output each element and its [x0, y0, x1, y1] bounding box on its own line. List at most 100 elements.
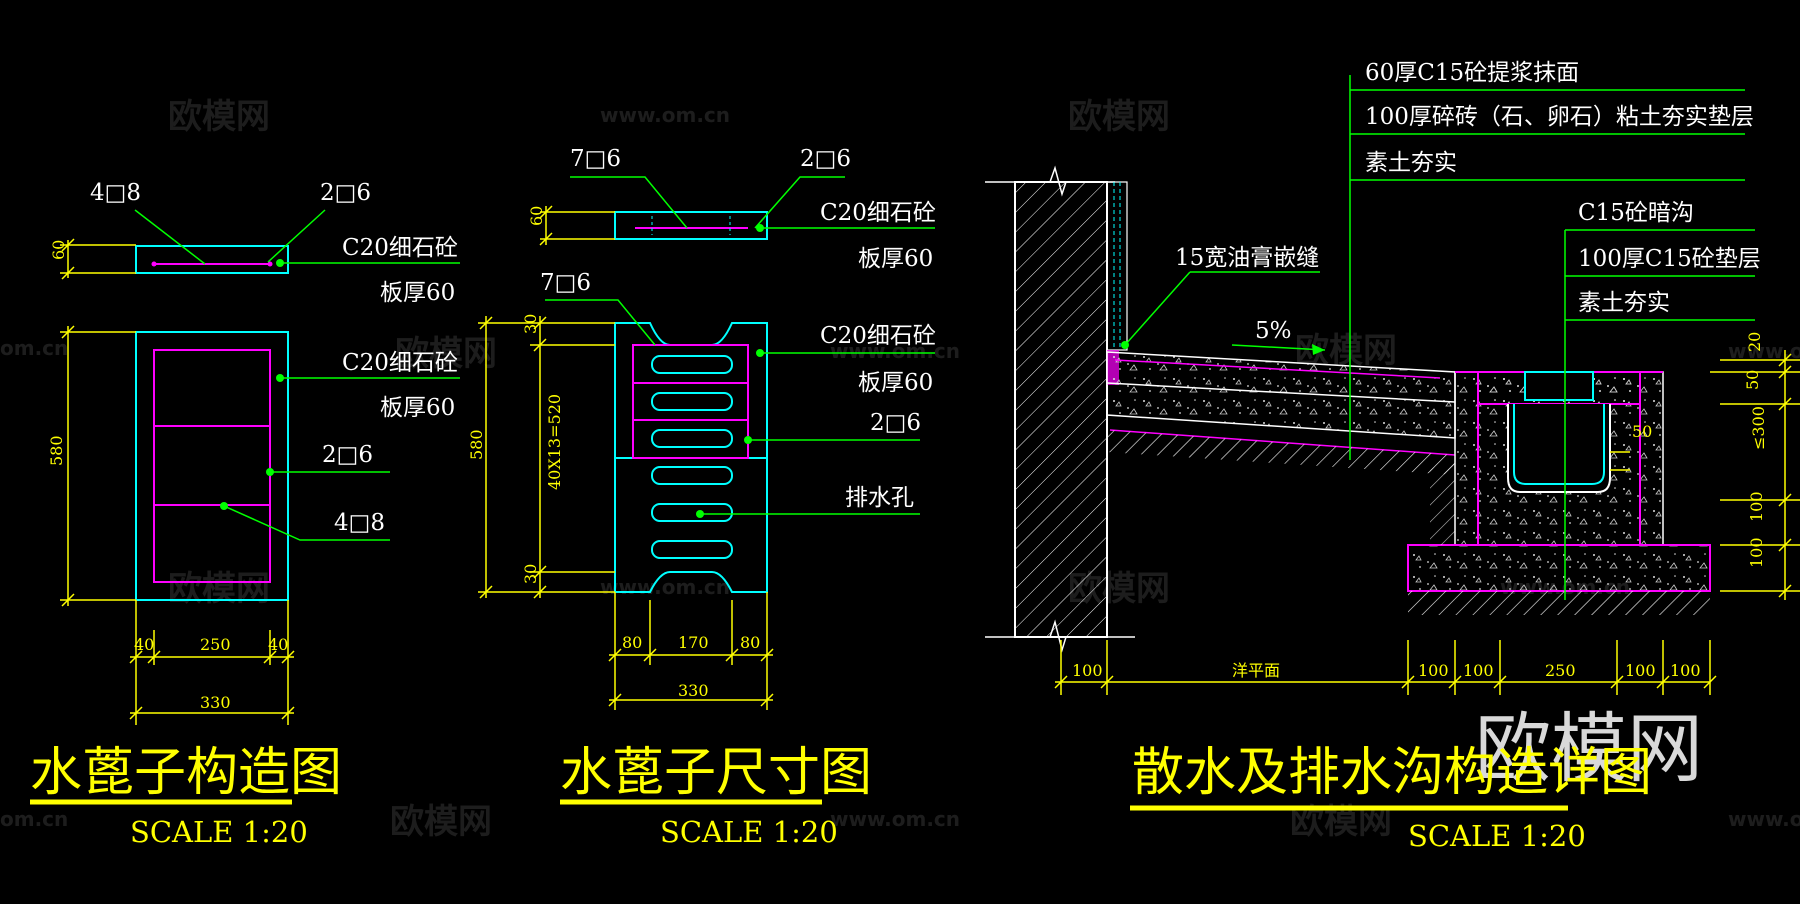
leader-line [267, 209, 326, 263]
dimension-group [478, 205, 774, 710]
scale-label: SCALE 1:20 [1408, 819, 1586, 853]
dimension-label: 80 [740, 633, 760, 652]
watermark-brand: 欧模网 [1068, 97, 1170, 137]
watermark-url: www.om.cn [830, 807, 960, 831]
watermark-partial-url: om.cn [0, 336, 68, 360]
dimension-label: 100 [1625, 661, 1656, 680]
dimension-label: 洋平面 [1232, 661, 1280, 680]
watermark-brand: 欧模网 [168, 97, 270, 137]
dimension-label: 100 [1747, 491, 1766, 522]
material-label: 板厚60 [858, 246, 933, 272]
dimension-label: 580 [467, 429, 486, 460]
dimension-group [1054, 350, 1800, 695]
watermark-url: www.om.cn [1728, 339, 1800, 363]
grate-rebar-frame [153, 349, 271, 583]
material-label: C20细石砼 [820, 200, 936, 226]
break-line [985, 165, 1115, 197]
watermark-logo-big: 欧模网 [1475, 704, 1703, 793]
watermark-url: www.om.cn [600, 103, 730, 127]
wall-section [1014, 181, 1108, 638]
drawing-grate-dimensions: 7□6 2□6 C20细石砼 板厚60 7□6 C20细石砼 板厚60 2□6 … [467, 146, 936, 849]
rebar-label: 2□6 [870, 410, 921, 436]
leader-dot [276, 374, 284, 382]
watermark-url: www.om.cn [1728, 807, 1800, 831]
dimension-label: 580 [47, 435, 66, 466]
drawing-grate-construction: 4□8 2□6 C20细石砼 板厚60 C20细石砼 板厚60 2□6 4□8 [30, 180, 460, 849]
slab-section [614, 211, 768, 240]
watermark-url: www.om.cn [600, 575, 730, 599]
dimension-label: 60 [49, 240, 68, 260]
rebar-dot [151, 261, 157, 267]
drawing-title: 散水及排水沟构造详图 [1132, 743, 1652, 803]
ditch-label: C15砼暗沟 [1578, 200, 1694, 226]
ditch-label: 100厚C15砼垫层 [1578, 246, 1761, 272]
dimension-label: 40 [134, 635, 154, 654]
dimension-label: 20 [1745, 332, 1764, 352]
watermark-brand: 欧模网 [168, 569, 270, 609]
rebar-dot [267, 261, 273, 267]
drawing-title: 水蓖子构造图 [30, 743, 342, 803]
ditch-base-pad [1407, 544, 1711, 592]
dimension-label: 50 [1632, 422, 1652, 441]
dimension-label: 80 [622, 633, 642, 652]
layer-label: 素土夯实 [1365, 150, 1457, 176]
ditch-channel [1507, 404, 1611, 493]
layer-label: 60厚C15砼提浆抹面 [1365, 60, 1579, 86]
leader-line [134, 209, 206, 265]
slope-label: 5% [1255, 318, 1292, 344]
material-label: C20细石砼 [342, 235, 458, 261]
watermark-layer: 欧模网 www.om.cn 欧模网 om.cn 欧模网 www.om.cn 欧模… [0, 97, 1800, 842]
rebar-label: 2□6 [800, 146, 851, 172]
watermark-brand: 欧模网 [395, 334, 497, 374]
material-label: 板厚60 [380, 280, 455, 306]
ditch-label: 素土夯实 [1578, 290, 1670, 316]
dimension-label: 330 [200, 693, 231, 712]
leader-line [223, 505, 390, 541]
dimension-label: 100 [1747, 537, 1766, 568]
dimension-label: 100 [1418, 661, 1449, 680]
dimension-label: 100 [1670, 661, 1701, 680]
drawing-apron-and-ditch-detail: 60厚C15砼提浆抹面 100厚碎砖（石、卵石）粘土夯实垫层 素土夯实 15宽油… [985, 60, 1800, 853]
leader-dot [276, 259, 284, 267]
leader-dot [266, 468, 274, 476]
dimension-label: 100 [1072, 661, 1103, 680]
dimension-group [60, 238, 295, 725]
dimension-label: 60 [527, 206, 546, 226]
dimension-label: 30 [521, 564, 540, 584]
slab-section [135, 245, 289, 274]
rebar-label: 4□8 [90, 180, 141, 206]
grate-rebar-frame [632, 344, 749, 459]
material-label: 板厚60 [380, 395, 455, 421]
dimension-label: 250 [1545, 661, 1576, 680]
dimension-label: ≤300 [1749, 406, 1768, 450]
watermark-brand: 欧模网 [390, 802, 492, 842]
apron-slab [1106, 351, 1456, 439]
break-line [985, 619, 1135, 653]
material-label: 板厚60 [858, 370, 933, 396]
dimension-label: 30 [521, 314, 540, 334]
dimension-label: 40 [268, 635, 288, 654]
rebar-label: 2□6 [322, 442, 373, 468]
rebar-label: 7□6 [540, 270, 591, 296]
rebar-label: 4□8 [334, 510, 385, 536]
leader-dot [220, 502, 228, 510]
rebar-label: 2□6 [320, 180, 371, 206]
scale-label: SCALE 1:20 [130, 815, 308, 849]
dimension-label: 40X13=520 [545, 394, 564, 490]
watermark-partial-url: om.cn [0, 807, 68, 831]
dimension-label: 100 [1463, 661, 1494, 680]
drain-slots [651, 355, 733, 559]
drawing-title: 水蓖子尺寸图 [560, 743, 872, 803]
watermark-url: www.om.cn [830, 339, 960, 363]
dimension-label: 330 [678, 681, 709, 700]
joint-label: 15宽油膏嵌缝 [1175, 245, 1319, 271]
grate-plan-outline [135, 331, 289, 601]
material-label: C20细石砼 [820, 323, 936, 349]
dimension-label: 170 [678, 633, 709, 652]
dimension-label: 250 [200, 635, 231, 654]
scale-label: SCALE 1:20 [660, 815, 838, 849]
rebar-label: 7□6 [570, 146, 621, 172]
drain-hole-label: 排水孔 [845, 485, 914, 511]
